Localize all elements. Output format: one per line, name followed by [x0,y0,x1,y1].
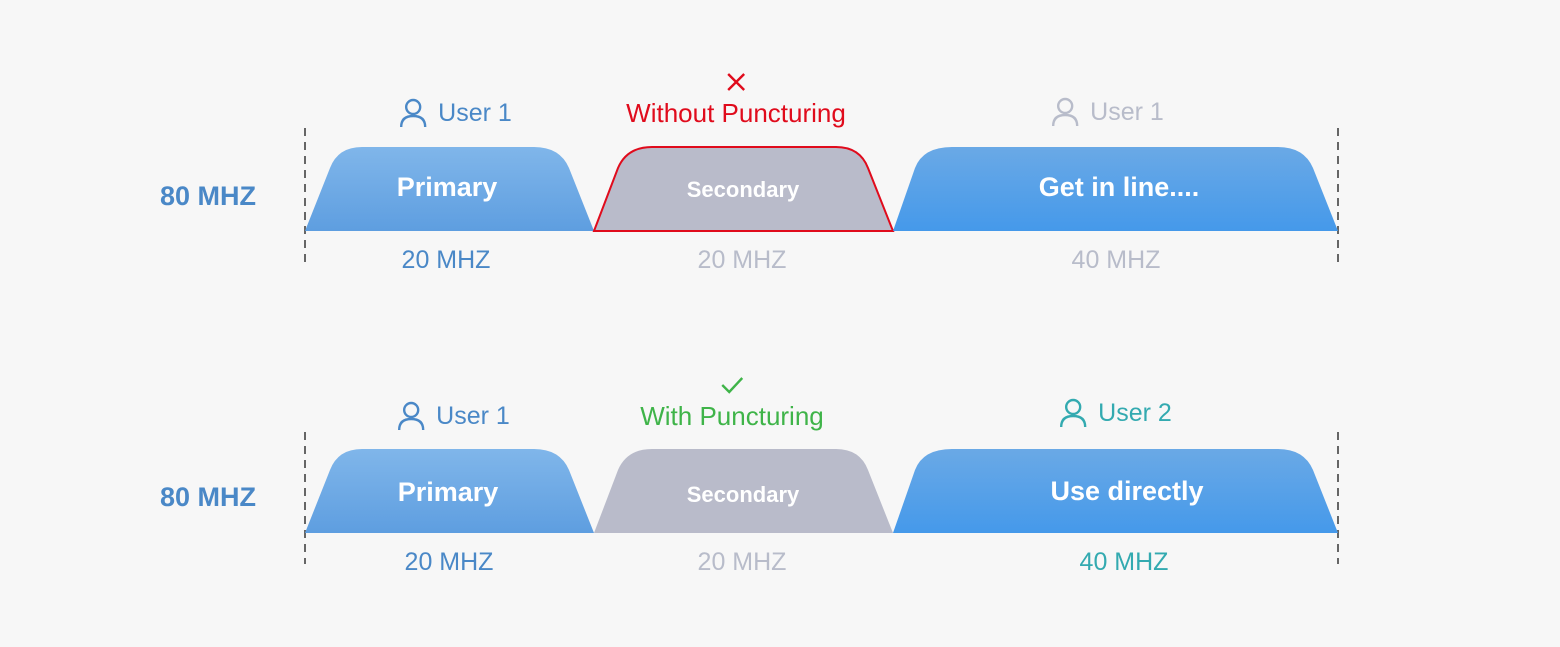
row-1-primary-label: Primary [396,172,498,202]
check-icon [721,377,743,394]
row-2-primary-label: Primary [397,477,499,507]
row-1-wide-user-label: User 1 [1090,97,1164,126]
row-2-status: With Puncturing [640,373,824,432]
row-1-wide-freq: 40 MHZ [1071,246,1161,274]
row-1-wide-label: Get in line.... [1038,172,1200,202]
row-2-wide-freq: 40 MHZ [1079,548,1169,576]
row-1-status: Without Puncturing [626,70,846,129]
row-1-wide-block [893,147,1338,231]
row-1-primary-user-label: User 1 [438,98,512,127]
cross-icon [727,73,745,91]
row-1-band-label: 80 MHZ [160,181,257,211]
row-1-primary-user: User 1 [398,97,512,129]
user-icon [399,98,427,128]
row-1-wide-user: User 1 [1050,96,1164,128]
row-2-primary-freq: 20 MHZ [404,548,494,576]
row-2-secondary-label: Secondary [686,482,800,507]
row-2-wide-user: User 2 [1058,397,1172,429]
row-2-channels [304,432,1339,564]
row-2-primary-user-label: User 1 [436,401,510,430]
user-icon [1051,97,1079,127]
row-2-wide-user-label: User 2 [1098,398,1172,427]
row-2-secondary-block [594,449,893,533]
user-icon [1059,398,1087,428]
row-1-primary-block [305,147,594,231]
row-1-secondary-freq: 20 MHZ [697,246,787,274]
row-2-status-text: With Puncturing [640,401,824,431]
row-2-primary-block [305,449,594,533]
user-icon [397,401,425,431]
row-1-primary-freq: 20 MHZ [401,246,491,274]
row-2-wide-label: Use directly [1050,476,1204,506]
row-1-secondary-block [592,146,895,232]
row-1-channels [304,128,1339,262]
row-1-secondary-label: Secondary [686,177,800,202]
row-2-secondary-freq: 20 MHZ [697,548,787,576]
row-2-wide-block [893,449,1338,533]
row-1-status-text: Without Puncturing [626,98,846,128]
row-2-band-label: 80 MHZ [160,482,257,512]
row-2-primary-user: User 1 [396,400,510,432]
